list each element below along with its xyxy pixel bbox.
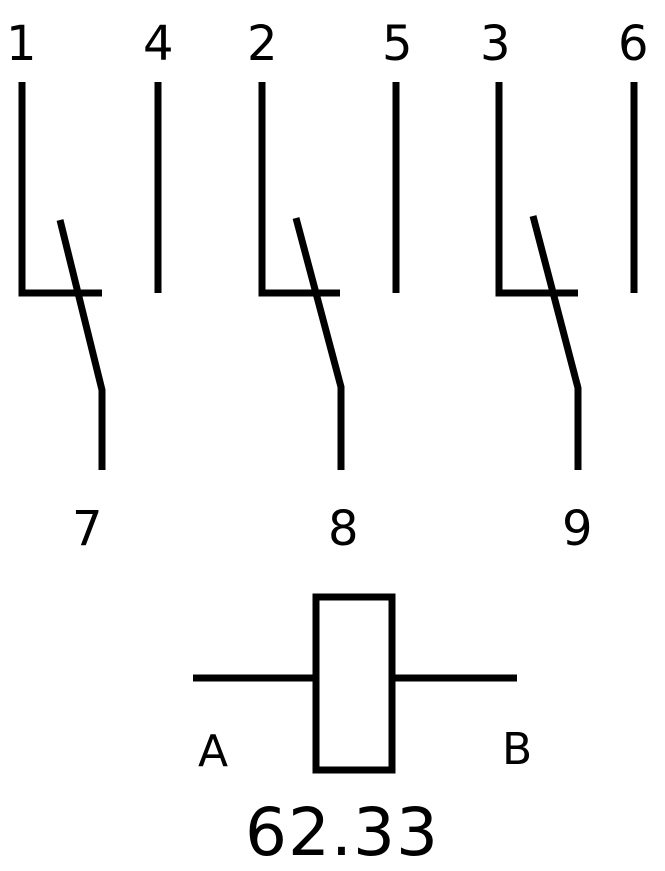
coil (193, 593, 517, 774)
nc-terminal-1-line (18, 82, 102, 297)
contact-set-3 (495, 82, 638, 470)
terminal-label-5: 5 (382, 16, 413, 72)
terminal-label-7: 7 (72, 501, 103, 557)
model-number: 62.33 (245, 794, 439, 871)
coil-body (312, 593, 396, 774)
terminal-label-6: 6 (618, 16, 649, 72)
terminal-label-2: 2 (247, 16, 278, 72)
contact-set-1 (18, 82, 162, 470)
switch-blade-2 (292, 217, 345, 470)
terminal-label-4: 4 (143, 16, 174, 72)
terminal-label-9: 9 (562, 501, 593, 557)
coil-terminal-label-b: B (502, 724, 533, 775)
coil-terminal-label-a: A (198, 726, 229, 777)
terminal-label-1: 1 (6, 16, 37, 72)
switch-blade-1 (56, 219, 106, 470)
nc-terminal-2-line (258, 82, 340, 297)
contact-set-2 (258, 82, 400, 470)
nc-terminal-3-line (495, 82, 578, 297)
switch-blade-3 (529, 215, 582, 470)
terminal-label-3: 3 (480, 16, 511, 72)
terminal-label-8: 8 (328, 501, 359, 557)
